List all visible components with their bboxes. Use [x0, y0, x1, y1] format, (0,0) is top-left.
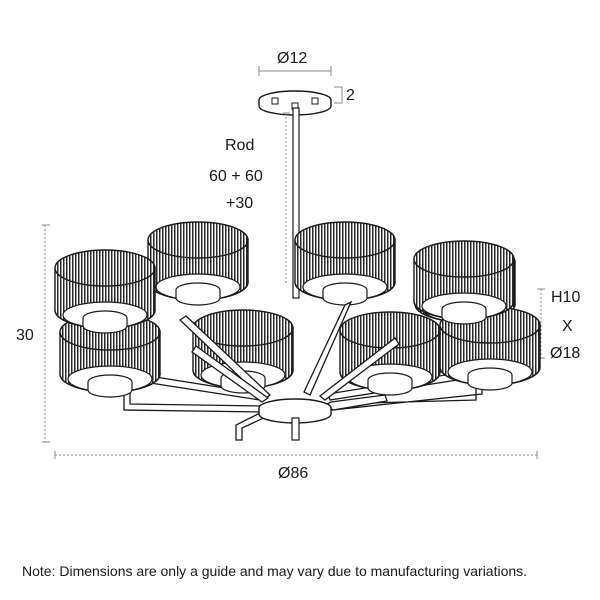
shade-front-left-upper — [54, 249, 156, 334]
shade-height-label: H10 — [551, 289, 581, 306]
canopy-height-label: 2 — [346, 87, 355, 104]
canopy-diameter-label: Ø12 — [277, 50, 308, 67]
overall-diameter-label: Ø86 — [278, 465, 309, 482]
rod — [292, 107, 300, 299]
rod-title-label: Rod — [225, 137, 255, 154]
shade-front-center-right — [339, 311, 441, 396]
shade-diameter-label: Ø18 — [550, 345, 581, 362]
hub — [258, 398, 332, 441]
shade-back-left — [147, 221, 249, 306]
dimension-lines — [42, 66, 545, 459]
shade-separator-label: X — [562, 318, 573, 335]
rod-length-label-2: +30 — [226, 195, 254, 212]
overall-height-label: 30 — [16, 327, 34, 344]
rod-length-label-1: 60 + 60 — [209, 168, 263, 185]
shade-front-right-upper — [413, 240, 515, 325]
front-arms — [178, 300, 400, 441]
shade-back-center — [294, 221, 396, 306]
disclaimer-note: Note: Dimensions are only a guide and ma… — [22, 563, 528, 579]
